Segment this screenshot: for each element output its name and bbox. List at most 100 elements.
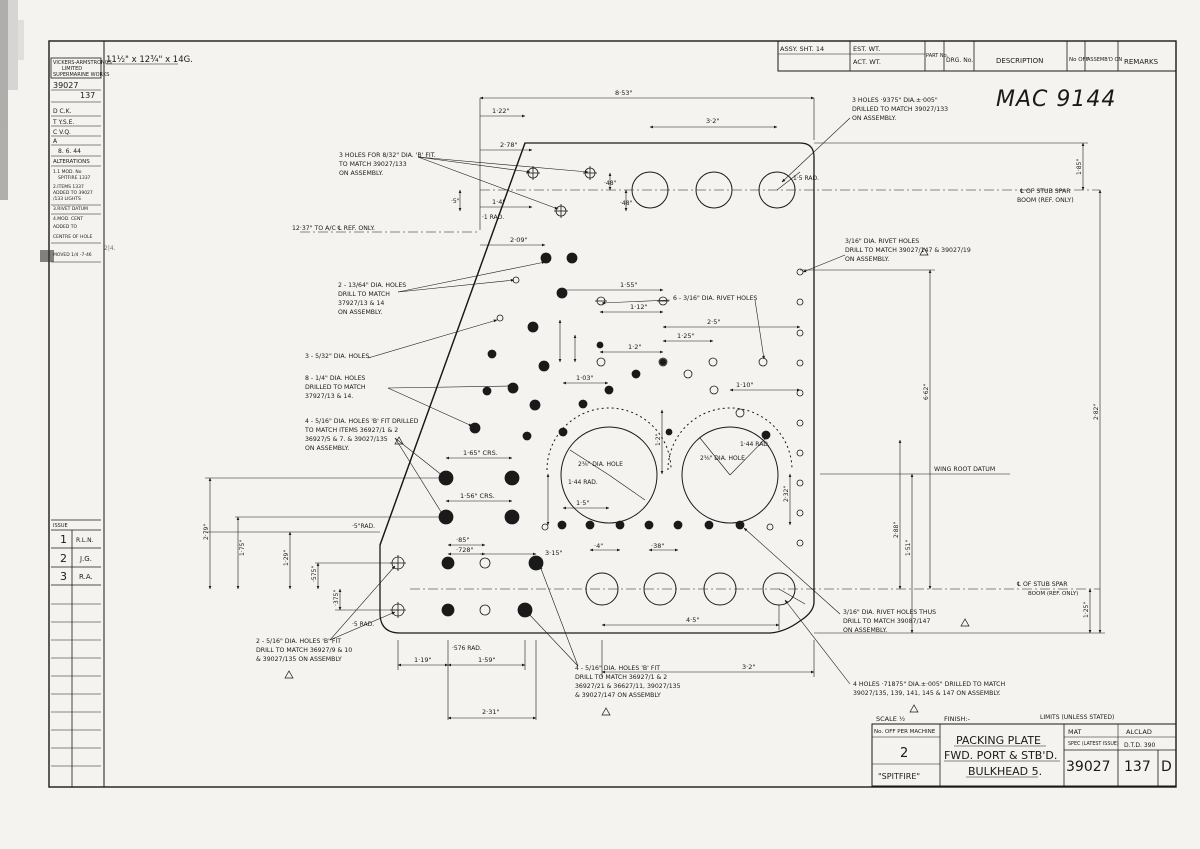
dim-1-4: 1·4" — [492, 198, 505, 206]
filled-holes — [438, 252, 771, 618]
title-issue: D — [1161, 759, 1172, 775]
note-13-64-4: ON ASSEMBLY. — [338, 309, 382, 316]
dim-1-2-vert: 1·2" — [655, 433, 662, 446]
company-line-2: LIMITED — [62, 66, 82, 72]
alteration-9: CENTRE OF HOLE — [53, 234, 92, 240]
alteration-2: SPITFIRE 1337 — [58, 175, 91, 181]
mat-label: MAT — [1068, 728, 1082, 736]
note-1-4-1: 8 - 1/4" DIA. HOLES — [305, 375, 365, 382]
dim-hole-a: 2⅜" DIA. HOLE — [578, 461, 623, 468]
drg-no-header: DRG. No. — [946, 57, 973, 64]
dim-3-2-bot: 3·2" — [742, 663, 755, 671]
note-13-64-3: 37927/13 & 14 — [338, 300, 384, 307]
note-ref-only: 12·37" TO A/C ℄ REF. ONLY. — [292, 225, 375, 232]
act-wt: ACT. WT. — [853, 58, 881, 66]
drawing-notes: 3 HOLES ·9375" DIA.±·005" DRILLED TO MAT… — [256, 97, 1078, 699]
note-rivet-thus-1: 3/16" DIA. RIVET HOLES THUS — [843, 609, 936, 616]
dim-2-79: 2·79" — [203, 524, 210, 540]
alteration-1: 1.1 MOD. No — [53, 169, 82, 175]
top-table: ASSY. SHT. 14 EST. WT. ACT. WT. PART No.… — [777, 40, 1177, 72]
dim-1-25-right: 1·25" — [1083, 602, 1090, 618]
alteration-4: ADDED TO 39027 — [53, 190, 93, 196]
note-rivet-holes-3: ON ASSEMBLY. — [845, 256, 889, 263]
note-3holes-8-3: ON ASSEMBLY. — [339, 170, 383, 177]
note-3holes-8-1: 3 HOLES FOR 8/32" DIA. 'B' FIT. — [339, 152, 436, 159]
dim-1-2: 1·2" — [628, 343, 641, 351]
dim-1-55: 1·55" — [620, 281, 637, 289]
left-strip: VICKERS-ARMSTRONGS LIMITED SUPERMARINE W… — [40, 57, 116, 787]
title-sheet: 137 — [1124, 759, 1151, 775]
dim-1-44-rad-b: 1·44 RAD. — [740, 441, 770, 448]
dim-1-29: 1·29" — [283, 550, 290, 566]
dimension-labels: 8·53" 1·22" 2·78" 1·4" 2·09" 3·2" 1·55" … — [203, 89, 1100, 716]
dim-85: ·85" — [456, 536, 469, 544]
issue-1-no: 1 — [60, 533, 67, 546]
dim-1-44-rad-a: 1·44 RAD. — [568, 479, 598, 486]
strip-row-2: T Y.S.E. — [52, 119, 74, 126]
note-3holes-top-2: DRILLED TO MATCH 39027/133 — [852, 106, 948, 113]
dim-2-88: 2·88" — [893, 522, 900, 538]
est-wt: EST. WT. — [853, 45, 880, 53]
dim-2-5: 2·5" — [707, 318, 720, 326]
alteration-8: ADDED TO — [53, 224, 77, 230]
issue-header: ISSUE — [53, 523, 68, 529]
title-line-1: PACKING PLATE — [956, 734, 1041, 747]
note-5-16-bot-1: 4 - 5/16" DIA. HOLES 'B' FIT — [575, 665, 660, 672]
alteration-6: 3.RIVET DATUM — [53, 206, 88, 212]
strip-sheet: 137 — [80, 91, 95, 100]
no-off-header: No OFF — [1069, 57, 1089, 63]
strip-row-5: 8. 6. 44 — [58, 148, 81, 155]
dim-3-15: 3·15" — [545, 549, 562, 557]
strip-row-3: C V.Q. — [53, 129, 71, 136]
no-off-value: 2 — [900, 746, 908, 761]
note-5-16-bot-2: DRILL TO MATCH 36927/1 & 2 — [575, 674, 667, 681]
rev-triangle — [284, 670, 294, 679]
rev-triangle — [960, 618, 970, 627]
note-3holes-top-1: 3 HOLES ·9375" DIA.±·005" — [852, 97, 938, 104]
dim-728: ·728" — [456, 546, 473, 554]
note-5-16-bot-3: 36927/21 & 36627/11, 39027/135 — [575, 683, 681, 690]
datum-lines — [300, 98, 1100, 590]
dim-3-2-top: 3·2" — [706, 117, 719, 125]
issue-1-init: R.L.N. — [76, 537, 94, 544]
dim-4: ·4" — [594, 542, 603, 550]
rev-triangle — [909, 704, 919, 713]
dim-2-09: 2·09" — [510, 236, 527, 244]
alteration-10: MOVED 1/4 -7-46 — [53, 252, 92, 258]
mac-number: MAC 9144 — [996, 87, 1116, 112]
dim-d-5: ·5" — [451, 198, 460, 205]
alteration-5: /133 LIGHTS — [53, 196, 81, 202]
dim-1-51: 1·51" — [905, 540, 912, 556]
description-header: DESCRIPTION — [996, 57, 1043, 65]
company-line-1: VICKERS-ARMSTRONGS — [53, 60, 112, 66]
title-drg-no: 39027 — [1066, 759, 1111, 775]
strip-row-4: A — [53, 138, 58, 145]
note-5-16-left-2: DRILL TO MATCH 36927/9 & 10 — [256, 647, 352, 654]
assembled-on-header: ASSEMB'D ON — [1087, 57, 1122, 63]
dim-1-25: 1·25" — [677, 332, 694, 340]
scan-edge-noise — [0, 0, 24, 200]
dim-1-rad: ·1 RAD. — [482, 214, 504, 221]
rev-triangle — [919, 247, 929, 256]
note-rivet-holes-1: 3/16" DIA. RIVET HOLES — [845, 238, 919, 245]
dim-2-78: 2·78" — [500, 141, 517, 149]
note-5-16-top-4: ON ASSEMBLY. — [305, 445, 349, 452]
dim-overall-width: 8·53" — [615, 89, 632, 97]
issue-2-no: 2 — [60, 552, 67, 565]
dim-6-62: 6·62" — [923, 384, 930, 400]
note-13-64-1: 2 - 13/64" DIA. HOLES — [338, 282, 406, 289]
company-line-3: SUPERMARINE WORKS — [53, 72, 109, 78]
alteration-3: 2.ITEMS 1337 — [53, 184, 84, 190]
note-rivet-thus-3: ON ASSEMBLY. — [843, 627, 887, 634]
strip-row-1: D C.K. — [53, 108, 72, 115]
dim-5-rad: ·5 RAD. — [352, 621, 374, 628]
note-1-4-2: DRILLED TO MATCH — [305, 384, 366, 391]
alterations-label: ALTERATIONS — [53, 159, 90, 165]
note-5-16-top-1: 4 - 5/16" DIA. HOLES 'B' FIT DRILLED — [305, 418, 419, 425]
dim-hole-b: 2⅜" DIA. HOLE — [700, 455, 745, 462]
material-value: ALCLAD — [1126, 728, 1152, 736]
no-off-label: No. OFF PER MACHINE — [874, 729, 936, 735]
revision-triangles — [284, 247, 970, 716]
rev-triangle — [601, 707, 611, 716]
dim-1-19: 1·19" — [414, 656, 431, 664]
